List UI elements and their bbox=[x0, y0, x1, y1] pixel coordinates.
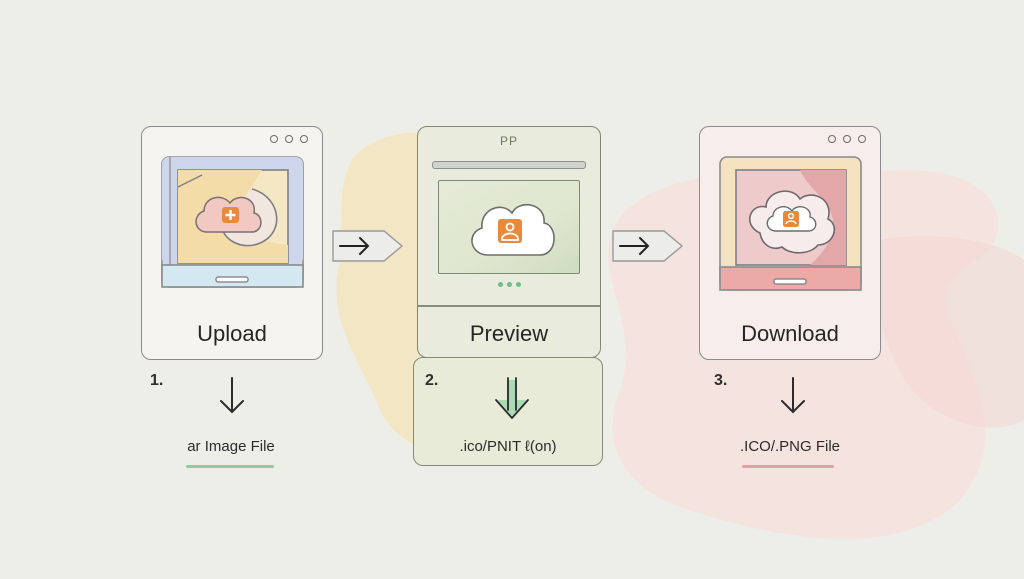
download-device-illustration bbox=[719, 156, 862, 291]
preview-cloud-illustration bbox=[471, 203, 555, 256]
caption-underline bbox=[742, 465, 834, 468]
step-title: Upload bbox=[197, 321, 267, 346]
step-number: 3. bbox=[714, 372, 728, 389]
down-arrow-icon bbox=[220, 377, 244, 414]
download-card[interactable]: Download bbox=[699, 126, 881, 360]
cloud-plus-icon bbox=[195, 196, 262, 233]
upload-device-illustration bbox=[161, 156, 304, 288]
next-step-arrow-icon bbox=[612, 230, 684, 262]
step-caption: .ICO/.PNG File bbox=[739, 438, 840, 455]
carousel-dot-icon bbox=[497, 282, 503, 287]
step-caption: .ico/PNIT ℓ(on) bbox=[459, 438, 557, 455]
window-dot-icon bbox=[270, 135, 278, 143]
upload-card[interactable]: Upload bbox=[141, 126, 323, 360]
step-title: Preview bbox=[469, 321, 549, 346]
pink-blob-right bbox=[871, 236, 1024, 428]
window-controls bbox=[270, 135, 308, 143]
window-dot-icon bbox=[828, 135, 836, 143]
caption-underline bbox=[186, 465, 274, 468]
divider bbox=[418, 305, 600, 307]
carousel-dot-icon bbox=[515, 282, 521, 287]
step-number: 1. bbox=[150, 372, 164, 389]
preview-progress-bar bbox=[432, 161, 586, 169]
cloud-image-icon bbox=[766, 206, 817, 232]
step-title: Download bbox=[741, 321, 839, 346]
window-dot-icon bbox=[285, 135, 293, 143]
download-arrow-icon bbox=[495, 377, 529, 419]
preview-card[interactable]: PP Preview bbox=[417, 126, 601, 358]
window-dot-icon bbox=[300, 135, 308, 143]
window-controls bbox=[828, 135, 866, 143]
carousel-dots bbox=[418, 282, 600, 287]
step-number: 2. bbox=[425, 372, 439, 389]
preview-top-mark: PP bbox=[499, 134, 518, 148]
carousel-dot-icon bbox=[506, 282, 512, 287]
window-dot-icon bbox=[843, 135, 851, 143]
next-step-arrow-icon bbox=[332, 230, 404, 262]
window-dot-icon bbox=[858, 135, 866, 143]
step-caption: ar Image File bbox=[187, 438, 275, 455]
down-arrow-icon bbox=[781, 377, 805, 414]
cloud-image-icon bbox=[471, 203, 555, 256]
